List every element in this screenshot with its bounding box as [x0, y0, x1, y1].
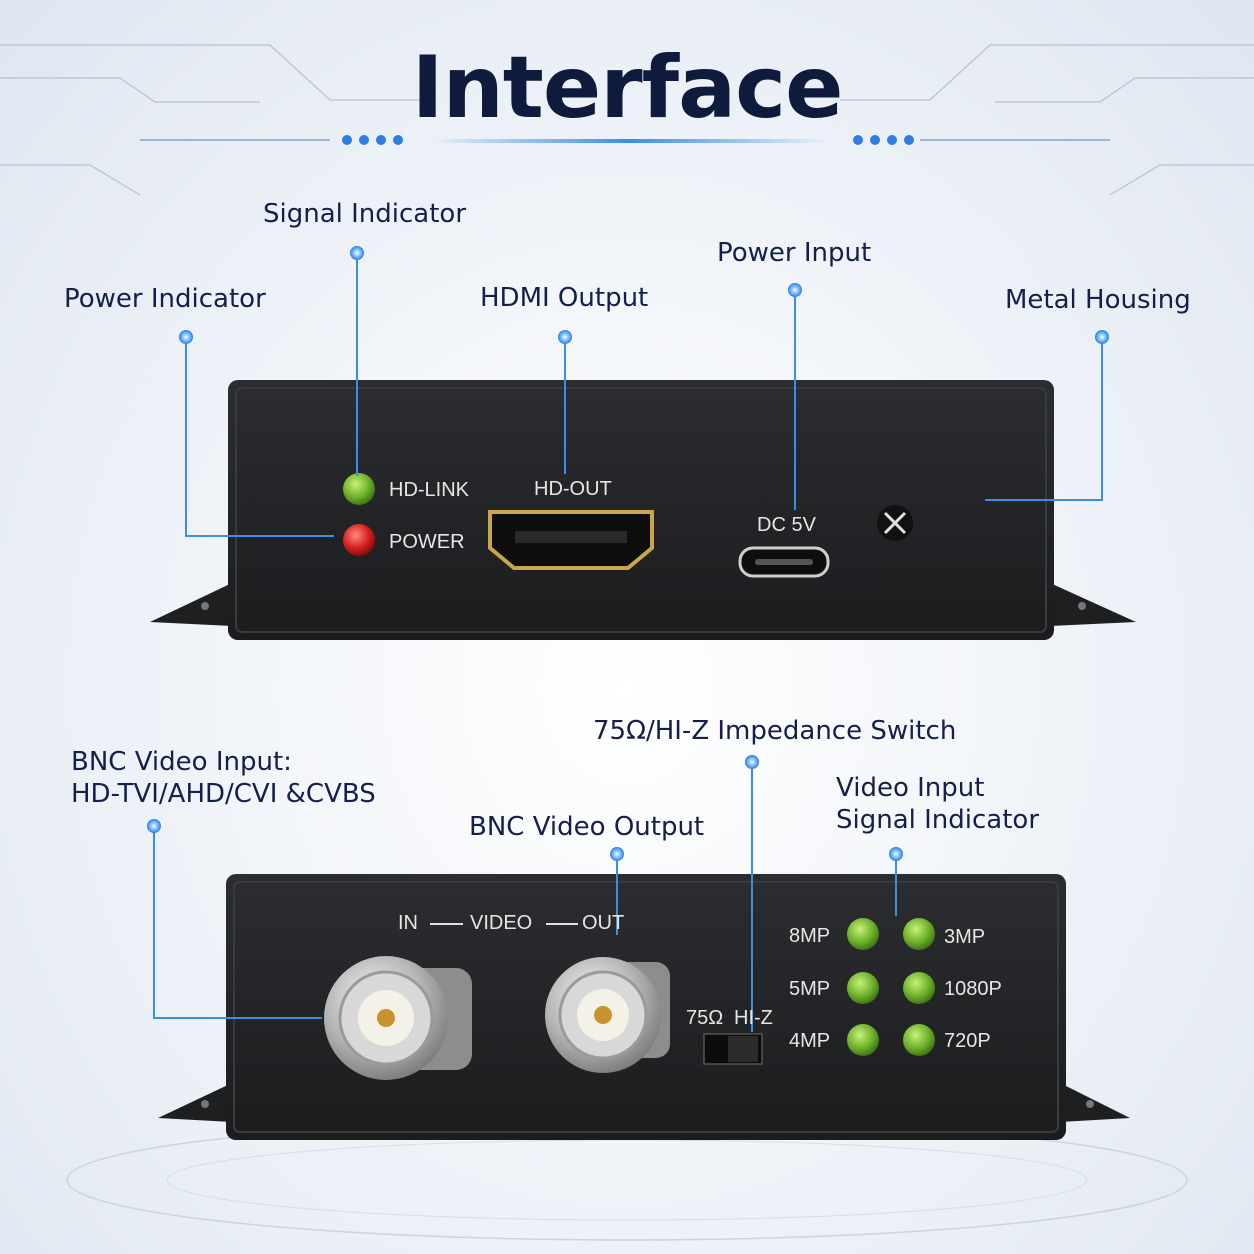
impedance-switch: [703, 1033, 763, 1065]
led-5mp: [847, 972, 879, 1004]
screw-icon: [877, 505, 913, 541]
callout-power-input: Power Input: [717, 238, 872, 268]
front-mount-flange-left: [150, 583, 232, 626]
rear-mount-flange-left: [158, 1083, 232, 1122]
callout-hdmi-output: HDMI Output: [480, 283, 649, 313]
label-8mp: 8MP: [789, 925, 831, 947]
title-dots-right: [853, 135, 914, 145]
callout-anchor-dots: [147, 246, 1109, 861]
callout-power-indicator: Power Indicator: [64, 284, 266, 314]
callout-bnc-output: BNC Video Output: [469, 812, 705, 842]
front-mount-flange-right: [1050, 583, 1136, 626]
led-720p: [903, 1024, 935, 1056]
label-5mp: 5MP: [789, 978, 831, 1000]
led-4mp: [847, 1024, 879, 1056]
callout-bnc-input-line2: HD-TVI/AHD/CVI &CVBS: [71, 779, 376, 809]
label-hd-out: HD-OUT: [534, 478, 612, 500]
label-hd-link: HD-LINK: [389, 479, 470, 501]
callout-video-signal-line1: Video Input: [836, 773, 985, 803]
bnc-video-input-connector: [324, 956, 472, 1080]
led-8mp: [847, 918, 879, 950]
callout-signal-indicator: Signal Indicator: [263, 199, 467, 229]
hdmi-port: [488, 510, 654, 570]
label-in: IN: [398, 912, 418, 934]
title-dots-left: [342, 135, 403, 145]
rear-mount-flange-right: [1060, 1083, 1130, 1122]
callout-video-signal-line2: Signal Indicator: [836, 805, 1040, 835]
label-power: POWER: [389, 531, 465, 553]
callout-bnc-input-line1: BNC Video Input:: [71, 747, 292, 777]
led-3mp: [903, 918, 935, 950]
hd-link-led: [343, 473, 375, 505]
front-unit: [150, 380, 1136, 640]
label-out: OUT: [582, 912, 625, 934]
micro-usb-port: [738, 546, 830, 578]
label-4mp: 4MP: [789, 1030, 831, 1052]
led-1080p: [903, 972, 935, 1004]
rear-unit: [158, 874, 1130, 1140]
label-1080p: 1080P: [944, 978, 1002, 1000]
callout-impedance-switch: 75Ω/HI-Z Impedance Switch: [593, 716, 957, 746]
label-switch-75: 75Ω: [686, 1007, 724, 1029]
callout-leader-lines: [153, 253, 1103, 1032]
bnc-video-output-connector: [545, 957, 670, 1073]
page-title: Interface: [411, 38, 844, 138]
label-video: VIDEO: [470, 912, 533, 934]
power-led: [343, 524, 375, 556]
label-switch-hiz: HI-Z: [734, 1007, 773, 1029]
label-720p: 720P: [944, 1030, 991, 1052]
label-dc-5v: DC 5V: [757, 514, 816, 536]
callout-metal-housing: Metal Housing: [1005, 285, 1191, 315]
label-3mp: 3MP: [944, 926, 986, 948]
